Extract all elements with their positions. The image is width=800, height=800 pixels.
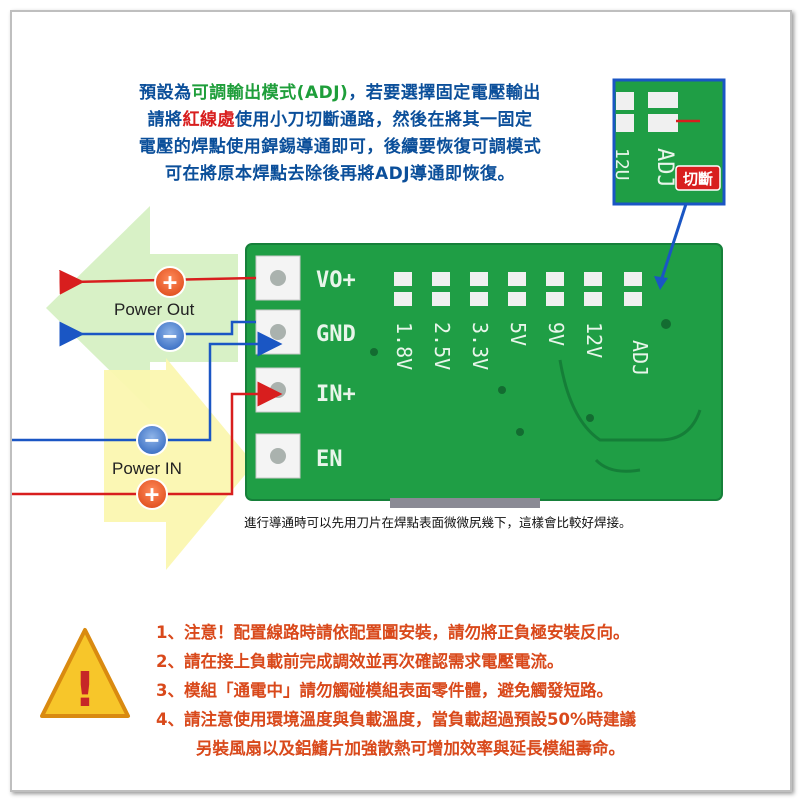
adj-mode-highlight: 可調輸出模式(ADJ): [191, 83, 349, 103]
out-minus-wire: [59, 320, 256, 347]
intro-text: 預設為可調輸出模式(ADJ)，若要選擇固定電壓輸出 請將紅線處使用小刀切斷通路，…: [138, 83, 542, 184]
red-line-highlight: 紅線處: [182, 110, 235, 130]
pin-label-en: EN: [316, 447, 343, 472]
power-in-arrow: [104, 358, 254, 570]
solder-note: 進行導通時可以先用刀片在焊點表面微微尻幾下，這樣會比較好焊接。: [244, 515, 632, 530]
warning-item-1: 1、注意！配置線路時請依配置圖安裝，請勿將正負極安裝反向。: [156, 623, 630, 642]
warning-triangle-icon: !: [40, 628, 130, 718]
in-minus-wire: [12, 331, 283, 442]
warning-item-3: 3、模組「通電中」請勿觸碰模組表面零件體，避免觸發短路。: [156, 681, 613, 700]
voltage-label-adj: ADJ: [628, 340, 652, 376]
power-out-arrow: [46, 206, 238, 410]
voltage-label-9v: 9V: [544, 322, 568, 346]
pin-label-vo: VO+: [316, 268, 356, 293]
voltage-label-2v5: 2.5V: [430, 322, 454, 370]
voltage-label-3v3: 3.3V: [468, 322, 492, 370]
in-plus-icon: [136, 478, 168, 510]
voltage-label-1v8: 1.8V: [392, 322, 416, 370]
cut-label: 切斷: [683, 170, 713, 188]
voltage-label-12v: 12V: [582, 322, 606, 358]
power-in-label: Power IN: [112, 459, 182, 478]
out-plus-icon: [154, 266, 186, 298]
warning-list: 1、注意！配置線路時請依配置圖安裝，請勿將正負極安裝反向。 2、請在接上負載前完…: [156, 618, 636, 763]
in-minus-icon: [136, 424, 168, 456]
out-minus-icon: [154, 320, 186, 352]
voltage-pads: [394, 272, 642, 306]
cut-inset: 12U ADJ 切斷: [611, 78, 726, 206]
in-plus-wire: [12, 381, 283, 496]
warning-item-2: 2、請在接上負載前完成調效並再次確認需求電壓電流。: [156, 652, 564, 671]
svg-text:+: +: [145, 480, 159, 508]
svg-text:!: !: [74, 662, 96, 718]
pin-label-in: IN+: [316, 382, 356, 407]
inset-pointer-arrow: [658, 203, 688, 285]
pin-label-gnd: GND: [316, 322, 356, 347]
svg-text:+: +: [163, 268, 177, 296]
svg-text:−: −: [163, 322, 177, 350]
svg-text:−: −: [145, 426, 159, 454]
voltage-label-5v: 5V: [506, 322, 530, 346]
warning-item-4-cont: 另裝風扇以及鋁鰭片加強散熱可增加效率與延長模組壽命。: [196, 739, 625, 758]
warning-item-4: 4、請注意使用環境溫度與負載溫度，當負載超過預設50%時建議: [156, 710, 636, 729]
power-out-label: Power Out: [114, 300, 195, 319]
svg-text:ADJ: ADJ: [652, 148, 677, 188]
svg-text:12U: 12U: [611, 148, 632, 181]
